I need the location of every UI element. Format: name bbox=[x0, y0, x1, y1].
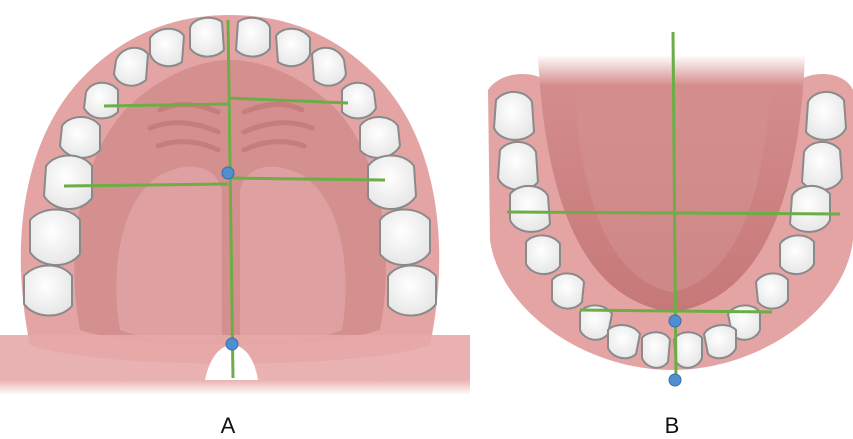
tooth bbox=[360, 117, 400, 158]
tooth bbox=[60, 117, 100, 158]
panel-label-b: B bbox=[652, 413, 692, 439]
tooth bbox=[704, 325, 736, 358]
upper-posterior-width-right bbox=[228, 178, 385, 180]
tooth bbox=[510, 186, 550, 232]
tooth bbox=[84, 83, 118, 119]
tooth bbox=[608, 325, 640, 358]
tooth bbox=[190, 18, 224, 57]
tooth bbox=[790, 186, 830, 232]
tooth bbox=[368, 156, 416, 210]
tooth bbox=[802, 142, 842, 190]
panel-label-a: A bbox=[208, 413, 248, 439]
upper-posterior-width-left bbox=[64, 184, 228, 186]
upper-anterior-width-left bbox=[104, 104, 228, 106]
tooth bbox=[552, 273, 584, 308]
tooth bbox=[276, 29, 310, 66]
tooth bbox=[24, 266, 72, 316]
upper-landmark-point bbox=[222, 167, 234, 179]
tooth bbox=[380, 210, 430, 266]
tooth bbox=[526, 235, 560, 274]
tooth bbox=[150, 29, 184, 66]
tooth bbox=[236, 18, 270, 57]
lower-landmark-point bbox=[669, 315, 681, 327]
tooth bbox=[498, 142, 538, 190]
tooth bbox=[806, 92, 846, 140]
tooth bbox=[388, 266, 436, 316]
panel-a-upper-arch bbox=[0, 15, 470, 395]
tooth bbox=[494, 92, 534, 140]
tooth bbox=[44, 156, 92, 210]
tooth bbox=[342, 83, 376, 119]
tooth bbox=[756, 273, 788, 308]
lower-landmark-point bbox=[669, 374, 681, 386]
tooth bbox=[312, 48, 346, 86]
tooth bbox=[30, 210, 80, 266]
tooth bbox=[780, 235, 814, 274]
tooth bbox=[114, 48, 148, 86]
tooth bbox=[642, 332, 670, 368]
tooth bbox=[674, 332, 702, 368]
upper-landmark-point bbox=[226, 338, 238, 350]
lower-anterior-width bbox=[580, 310, 772, 312]
lower-posterior-width bbox=[507, 212, 840, 214]
panel-b-lower-arch bbox=[488, 32, 853, 386]
